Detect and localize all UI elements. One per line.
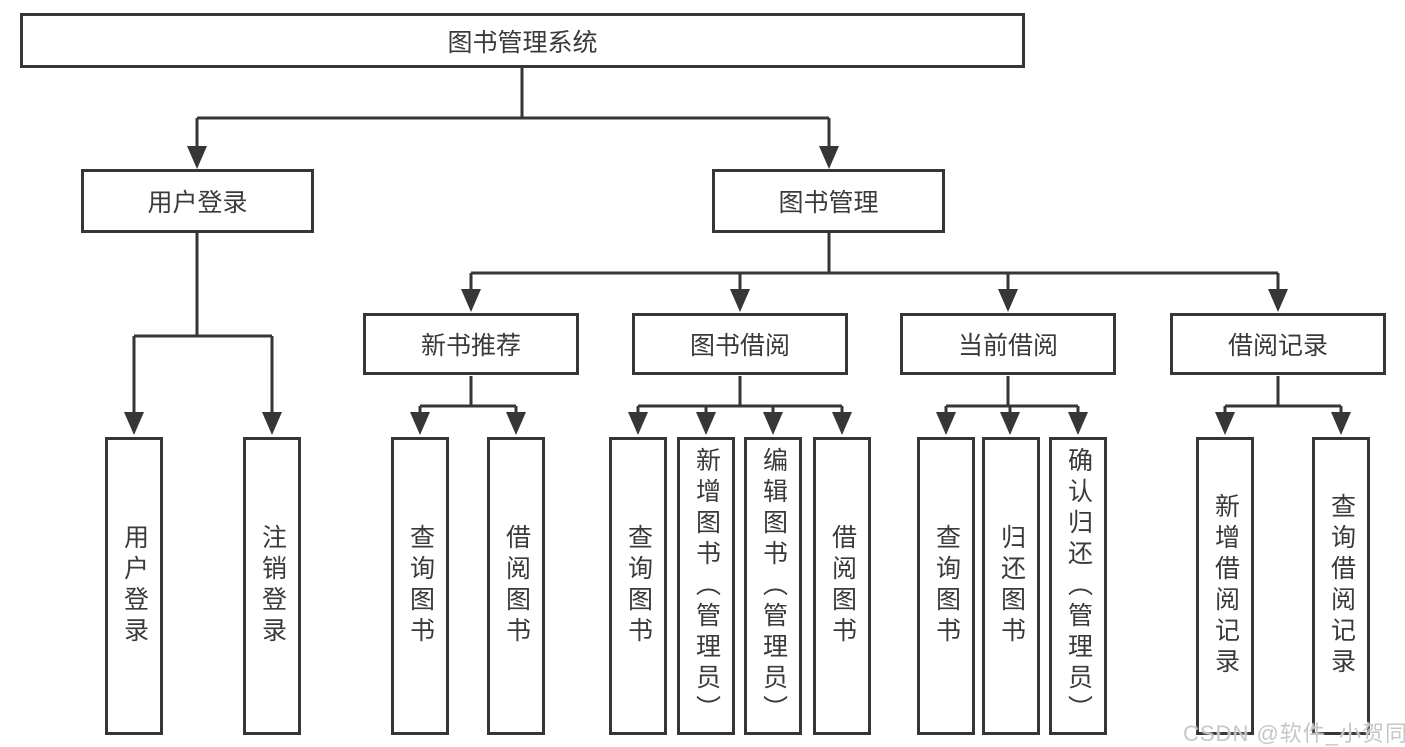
arrowhead <box>819 146 839 169</box>
arrowhead <box>1000 412 1020 435</box>
arrowhead <box>410 412 430 435</box>
leaf-nbr-borrow-books: 借阅图书 <box>487 437 545 735</box>
arrowhead <box>1068 412 1088 435</box>
leaf-cb-return-books: 归还图书 <box>982 437 1040 735</box>
node-borrow-records: 借阅记录 <box>1170 313 1386 375</box>
arrowhead <box>262 412 282 435</box>
arrowhead <box>763 412 783 435</box>
arrowhead <box>628 412 648 435</box>
leaf-cb-confirm-return-admin: 确认归还（管理员） <box>1049 437 1107 735</box>
node-current-borrow: 当前借阅 <box>900 313 1116 375</box>
leaf-cb-query-books: 查询图书 <box>917 437 975 735</box>
node-root: 图书管理系统 <box>20 13 1025 68</box>
node-user-login: 用户登录 <box>81 169 314 233</box>
connector-book-borrow <box>636 376 844 413</box>
leaf-bb-edit-books-admin: 编辑图书（管理员） <box>744 437 802 735</box>
connector-book-management <box>469 233 1280 291</box>
node-book-borrow: 图书借阅 <box>632 313 848 375</box>
node-new-book-recommend: 新书推荐 <box>363 313 579 375</box>
arrowhead <box>730 289 750 312</box>
arrowhead <box>1215 412 1235 435</box>
connector-current-borrow <box>944 376 1080 413</box>
arrowhead <box>461 289 481 312</box>
leaf-nbr-query-books: 查询图书 <box>391 437 449 735</box>
arrowhead <box>998 289 1018 312</box>
arrowhead <box>124 412 144 435</box>
node-book-management: 图书管理 <box>712 169 945 233</box>
arrowhead <box>1268 289 1288 312</box>
arrowhead <box>696 412 716 435</box>
arrowhead <box>936 412 956 435</box>
csdn-watermark: CSDN @软件_小贺同学 <box>1183 721 1405 746</box>
connector-new-book-recommend <box>418 376 518 413</box>
arrowhead <box>506 412 526 435</box>
arrowhead <box>187 146 207 169</box>
connector-borrow-records <box>1223 376 1343 413</box>
connector-user-login <box>132 233 274 413</box>
connector-root <box>195 68 831 148</box>
leaf-user-login: 用户登录 <box>105 437 163 735</box>
leaf-bb-add-books-admin: 新增图书（管理员） <box>677 437 735 735</box>
leaf-br-query-record: 查询借阅记录 <box>1312 437 1370 735</box>
arrowhead <box>1331 412 1351 435</box>
arrowhead <box>832 412 852 435</box>
leaf-logout: 注销登录 <box>243 437 301 735</box>
leaf-br-add-record: 新增借阅记录 <box>1196 437 1254 735</box>
leaf-bb-query-books: 查询图书 <box>609 437 667 735</box>
leaf-bb-borrow-books: 借阅图书 <box>813 437 871 735</box>
